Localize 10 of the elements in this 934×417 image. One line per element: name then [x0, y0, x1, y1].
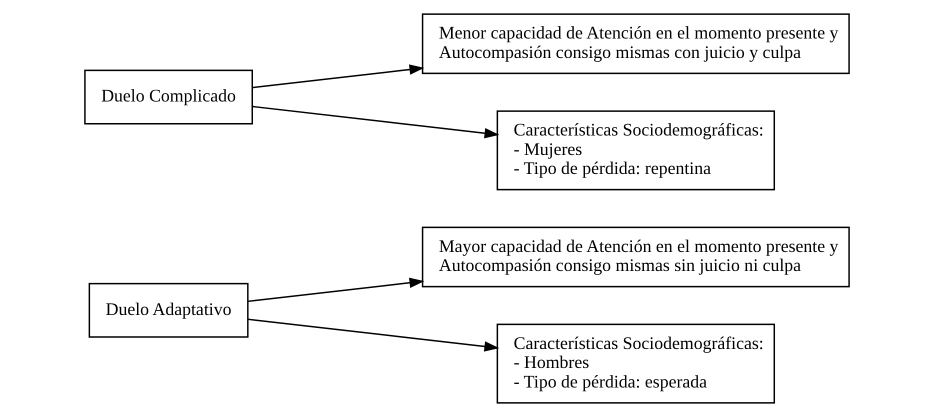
- node-box: Menor capacidad de Atención en el momento presente y Autocompasión consigo mismas con juicio y culpa: [422, 13, 850, 74]
- node-box: Mayor capacidad de Atención en el momento presente y Autocompasión consigo mismas sin juicio ni culpa: [422, 226, 850, 288]
- node-box: Características Sociodemográficas: - Mujeres - Tipo de pérdida: repentina: [496, 110, 776, 190]
- arrow: [252, 64, 424, 88]
- arrow: [252, 106, 500, 138]
- arrow: [248, 318, 500, 352]
- arrow: [248, 278, 424, 302]
- node-box: Duelo Adaptativo: [88, 282, 249, 338]
- node-box: Duelo Complicado: [84, 70, 253, 124]
- node-box: Características Sociodemográficas: - Hombres - Tipo de pérdida: esperada: [496, 324, 776, 404]
